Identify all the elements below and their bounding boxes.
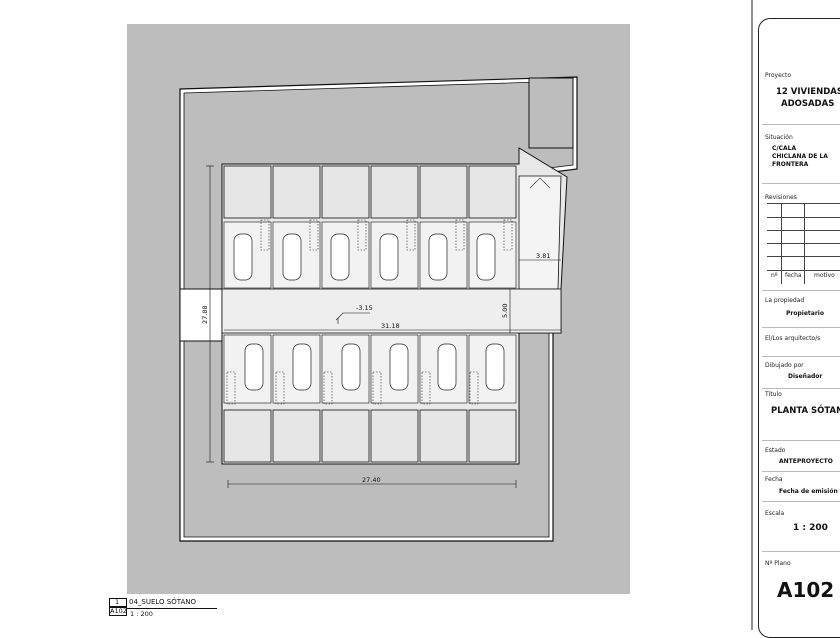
dimension-lines <box>206 165 561 488</box>
revisions-table <box>767 203 840 284</box>
divider <box>762 551 840 552</box>
ramp-shaft <box>528 77 574 149</box>
title-block <box>758 18 840 638</box>
level-label: -3.15 <box>356 304 373 312</box>
divider <box>762 501 840 502</box>
central-aisle <box>221 288 562 334</box>
divider <box>762 124 840 125</box>
storage-rooms-bottom <box>223 409 517 463</box>
divider <box>762 388 840 389</box>
titulo-label: Título <box>765 391 782 398</box>
fecha-value: Fecha de emisión <box>779 488 838 495</box>
proyecto-line1: 12 VIVIENDAS <box>776 87 840 97</box>
dim-height-left: 27.88 <box>201 305 209 324</box>
floor-plan-drawing: 27.40 31.18 27.88 5.00 3.81 -3.15 <box>127 0 753 630</box>
situacion-line1: C/CALA <box>772 145 797 152</box>
propiedad-label: La propiedad <box>765 297 805 304</box>
divider <box>762 471 840 472</box>
view-sheet: A102 <box>110 607 127 615</box>
situacion-label: Situación <box>765 134 793 141</box>
estado-label: Estado <box>765 447 786 454</box>
dibujado-value: Diseñador <box>788 373 823 380</box>
view-title: 04_SUELO SÓTANO <box>129 598 197 606</box>
escala-label: Escala <box>765 510 785 517</box>
divider <box>762 356 840 357</box>
view-number: 1 <box>115 598 120 606</box>
propiedad-value: Propietario <box>786 310 824 317</box>
divider <box>762 327 840 328</box>
dim-ramp: 3.81 <box>536 252 550 260</box>
stairs-top <box>260 219 513 251</box>
stairs-bottom <box>226 371 479 405</box>
estado-value: ANTEPROYECTO <box>779 458 833 465</box>
level-marker <box>335 312 370 324</box>
escala-value: 1 : 200 <box>793 523 828 533</box>
titulo-value: PLANTA SÓTANO <box>771 406 840 416</box>
divider <box>762 440 840 441</box>
plano-value: A102 <box>777 578 835 602</box>
access-ramp <box>518 175 562 290</box>
storage-rooms-top <box>223 165 517 219</box>
dibujado-label: Dibujado por <box>765 362 804 369</box>
proyecto-label: Proyecto <box>765 72 792 79</box>
revisiones-label: Revisiones <box>765 194 797 201</box>
proyecto-line2: ADOSADAS <box>781 99 835 109</box>
situacion-line2: CHICLANA DE LA <box>772 153 828 160</box>
view-scale: 1 : 200 <box>130 610 153 618</box>
rev-col-fecha: fecha <box>785 272 802 279</box>
rev-col-motivo: motivo <box>814 272 835 279</box>
dim-width-bottom: 27.40 <box>362 476 381 484</box>
cars-top <box>233 233 496 281</box>
ramp-arrow <box>529 177 551 189</box>
rev-col-n: nº <box>771 272 778 279</box>
dim-aisle: 5.00 <box>501 304 509 318</box>
dim-width-mid: 31.18 <box>381 322 400 330</box>
divider <box>762 290 840 291</box>
situacion-line3: FRONTERA <box>772 161 809 168</box>
arquitecto-label: El/Los arquitecto/s <box>765 335 821 342</box>
divider <box>762 183 840 184</box>
cars-bottom <box>244 343 505 391</box>
plano-label: Nº Plano <box>765 560 791 567</box>
fecha-label: Fecha <box>765 476 783 483</box>
